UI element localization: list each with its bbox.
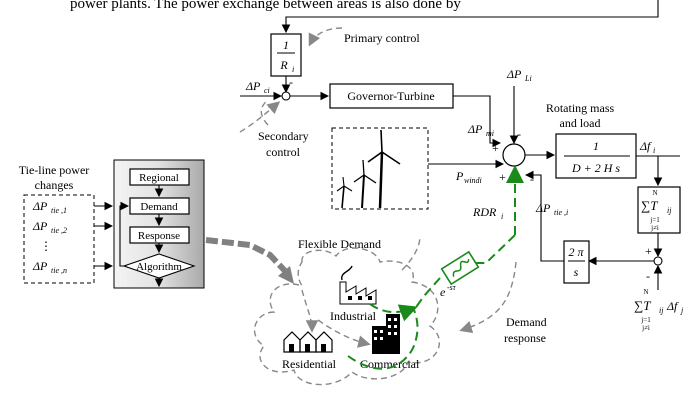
office-building-icon	[372, 314, 400, 354]
tieline-title: Tie-line power	[19, 163, 90, 177]
svg-text:+: +	[492, 141, 499, 155]
dPmi-label: ΔP	[467, 122, 483, 136]
factory-icon	[339, 265, 377, 305]
wind-turbine-icon	[336, 129, 401, 209]
svg-text:N: N	[652, 189, 657, 197]
svg-text:windi: windi	[464, 176, 482, 185]
sum-bottom: ∑T	[634, 298, 651, 313]
gain-den: R	[279, 58, 288, 72]
rdr-label: RDR	[472, 205, 497, 219]
dfi-label: Δf	[639, 139, 652, 153]
industrial-label: Industrial	[330, 309, 377, 323]
demand-response-label: Demand	[506, 315, 547, 329]
svg-text:tie ,1: tie ,1	[51, 206, 67, 215]
minus-sign-gain: -	[289, 75, 293, 89]
rot-den: D + 2 H s	[571, 161, 620, 175]
svg-text:i: i	[501, 212, 503, 221]
droop-gain-block	[270, 33, 302, 77]
governor-label: Governor-Turbine	[347, 89, 434, 103]
delay-label: e	[440, 285, 446, 299]
svg-text:+: +	[499, 170, 506, 184]
svg-text:control: control	[266, 145, 301, 159]
gain-den-sub: i	[292, 65, 294, 74]
svg-text:⋮: ⋮	[40, 239, 52, 253]
svg-text:ij: ij	[659, 306, 664, 315]
houses-icon	[283, 331, 333, 353]
svg-text:response: response	[504, 331, 546, 345]
svg-text:∑T: ∑T	[641, 198, 658, 213]
sum-junction-tie	[653, 256, 663, 266]
svg-text:j≠i: j≠i	[641, 324, 650, 332]
svg-text:Response: Response	[138, 230, 180, 242]
dPLi-label: ΔP	[506, 67, 522, 81]
dPci-label: ΔP	[245, 79, 261, 93]
svg-text:+: +	[645, 244, 652, 258]
svg-text:Regional: Regional	[139, 172, 179, 184]
svg-text:-: -	[646, 269, 650, 283]
svg-text:N: N	[643, 288, 648, 296]
sum-junction-secondary	[281, 91, 291, 101]
demand-cloud	[253, 247, 441, 386]
svg-text:j=1: j=1	[640, 316, 651, 324]
top-text: power plants. The power exchange between…	[70, 0, 461, 12]
svg-text:s: s	[574, 265, 579, 279]
residential-label: Residential	[282, 357, 337, 371]
sum-junction-main	[502, 143, 526, 167]
pwind-label: P	[455, 169, 464, 183]
governor-turbine-block	[329, 83, 454, 109]
svg-text:ci: ci	[264, 86, 270, 95]
svg-text:i: i	[653, 146, 655, 155]
svg-text:Demand: Demand	[140, 201, 178, 213]
rotating-label: Rotating mass	[546, 101, 615, 115]
svg-text:Li: Li	[524, 74, 532, 83]
commercial-label: Commercial	[360, 357, 420, 371]
svg-text:j≠i: j≠i	[650, 224, 659, 232]
flow-arrow	[205, 237, 289, 275]
tieline-box	[23, 194, 95, 284]
svg-text:ΔP: ΔP	[32, 199, 48, 213]
svg-text:j=1: j=1	[649, 216, 660, 224]
svg-text:ij: ij	[667, 206, 672, 215]
svg-text:ΔP: ΔP	[32, 259, 48, 273]
svg-text:and load: and load	[560, 116, 601, 130]
flexible-demand-label: Flexible Demand	[298, 237, 381, 251]
gain-num: 1	[283, 38, 289, 52]
svg-text:-sτ: -sτ	[447, 283, 457, 292]
primary-control-label: Primary control	[344, 31, 420, 45]
svg-text:tie ,n: tie ,n	[51, 266, 67, 275]
two-pi-block	[563, 240, 590, 284]
svg-text:tie ,2: tie ,2	[51, 226, 67, 235]
tieline-list: ΔP tie ,1 ΔP tie ,2 ⋮ ΔP tie ,n	[32, 199, 67, 275]
svg-text:-: -	[530, 172, 534, 186]
delay-block	[440, 250, 480, 286]
svg-text:1: 1	[593, 139, 599, 153]
svg-text:ΔP: ΔP	[32, 219, 48, 233]
svg-text:changes: changes	[35, 178, 74, 192]
svg-text:-: -	[517, 127, 521, 141]
svg-text:Algorithm: Algorithm	[136, 261, 182, 273]
secondary-control-label: Secondary	[258, 129, 309, 143]
svg-text:Δf: Δf	[666, 299, 679, 313]
svg-text:j: j	[680, 306, 684, 315]
svg-text:tie ,i: tie ,i	[554, 208, 568, 217]
wind-farm-box	[331, 127, 429, 210]
dPtie-i-label: ΔP	[535, 201, 551, 215]
svg-text:mi: mi	[486, 129, 494, 138]
svg-text:2 π: 2 π	[568, 245, 584, 259]
sync-coeff-block	[637, 186, 681, 234]
